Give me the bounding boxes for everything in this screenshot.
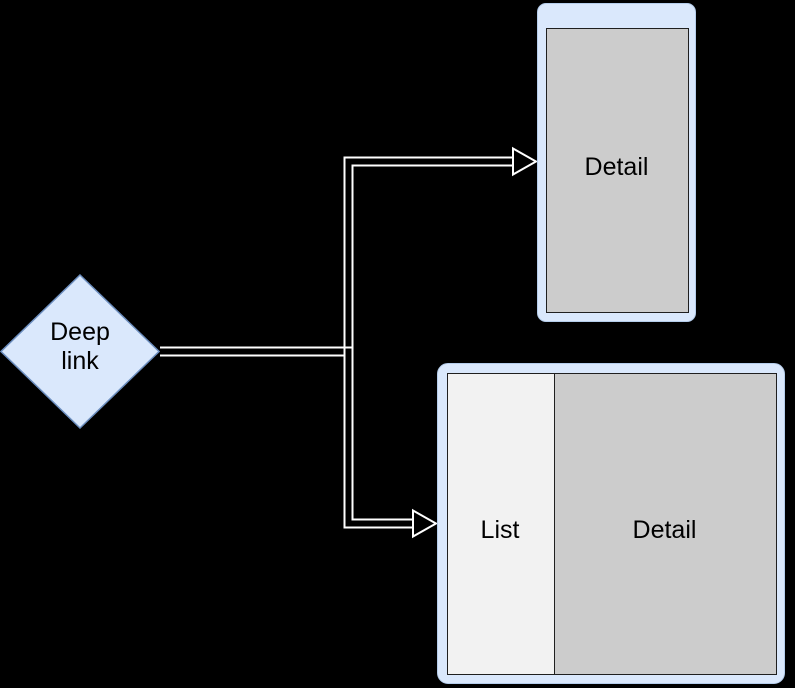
node-deep-link[interactable] — [0, 274, 160, 429]
node-detail-screen[interactable] — [537, 3, 696, 322]
edge-deep-link-to-detail[interactable] — [160, 146, 539, 357]
edge-deep-link-to-list-detail[interactable] — [343, 347, 439, 539]
detail-pane — [554, 373, 777, 675]
list-pane — [447, 373, 555, 675]
node-list-detail-screen[interactable] — [437, 363, 785, 684]
diamond-shape — [0, 274, 160, 429]
detail-screen-pane — [546, 28, 689, 313]
